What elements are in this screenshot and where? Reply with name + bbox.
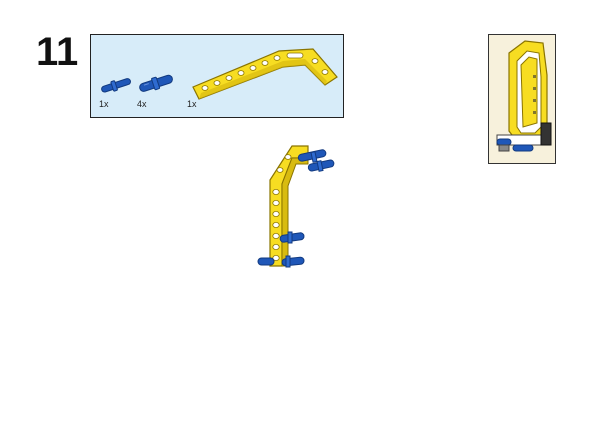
- final-model-preview-icon: [496, 40, 552, 152]
- yellow-beam-side: [281, 157, 309, 267]
- assembly-model-illustration: [257, 145, 335, 268]
- final-model-preview-box: [488, 34, 556, 164]
- part-quantity-angled-beam: 1x: [187, 99, 197, 109]
- yellow-angled-beam-icon: [192, 48, 338, 100]
- top-pins: [297, 149, 335, 172]
- middle-pin: [279, 231, 305, 244]
- parts-list-box: 1x 4x 1x: [90, 34, 344, 118]
- part-quantity-friction-pin: 4x: [137, 99, 147, 109]
- part-quantity-axle-pin: 1x: [99, 99, 109, 109]
- blue-axle-pin-icon: [101, 78, 131, 93]
- step-number: 11: [36, 30, 79, 74]
- bottom-pins: [257, 255, 305, 268]
- blue-friction-pin-icon: [139, 74, 173, 92]
